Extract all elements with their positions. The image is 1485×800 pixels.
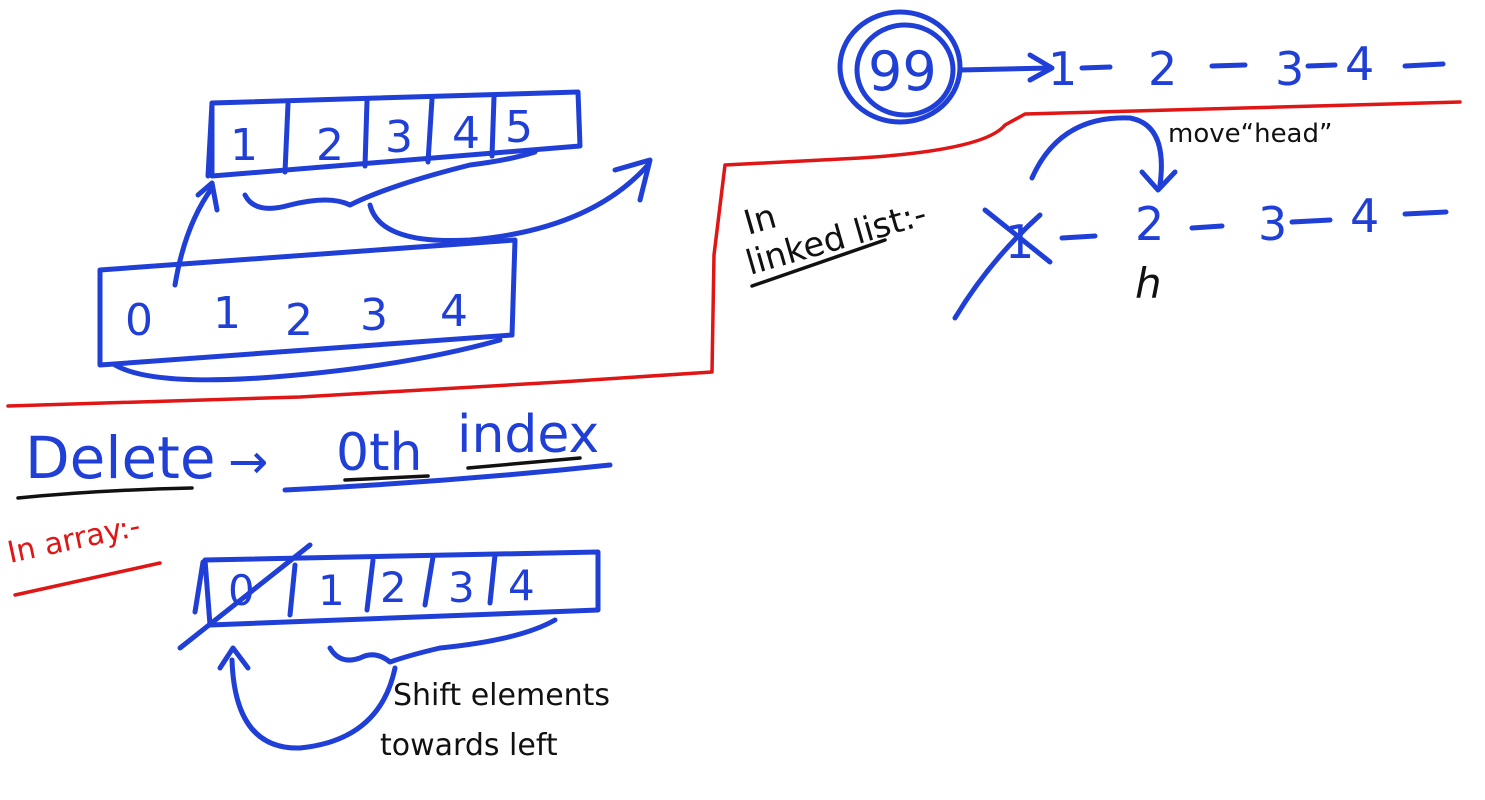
heading-0th: 0th [336,423,422,483]
bottom-ll-node: 2 [1135,197,1164,251]
new-head-arrow [957,65,1053,73]
delete-strike [177,542,313,651]
shift-right-arrow-head [612,157,653,203]
bottom-array-cell: 4 [440,286,468,337]
bottom-array: 0 1 2 3 4 [97,237,518,368]
shift-left-arrow [229,657,398,751]
heading-index: index [457,405,599,465]
array-label-underline [13,561,162,597]
delete-array-cell: 1 [318,566,345,615]
heading-delete-underline [16,486,194,500]
new-head-value: 99 [868,40,937,103]
move-head-note: move“head” [1168,119,1332,149]
bottom-ll-node: 4 [1350,189,1379,243]
insert-arrow-head [195,180,220,213]
brace-under-top-array [242,149,538,211]
array-cell-divider [422,554,436,608]
top-array-cell: 1 [230,120,258,171]
move-head-arrow-head [1139,169,1178,193]
heading-index-underline [466,456,582,470]
heading-delete: Delete [25,424,216,492]
move-head-arrow [1029,115,1164,188]
insert-arrow [172,185,215,288]
new-head-node: 99 [837,9,963,125]
top-array-cell: 4 [452,108,480,159]
head-pointer-label: h [1135,259,1162,308]
shift-right-arrow [367,162,651,244]
section-divider [6,100,1462,408]
delete-cross-stroke [952,212,1043,321]
heading-blue-underline [282,462,613,493]
top-ll-node: 4 [1345,37,1374,91]
bottom-array-cell: 0 [125,295,153,346]
shift-note-line2: towards left [380,728,558,763]
top-array-cell: 5 [505,102,533,153]
brace-under-delete-array [327,617,558,665]
delete-array-cell: 4 [508,561,535,610]
array-label: In array:- [4,509,143,571]
bottom-array-cell: 1 [213,288,241,339]
bottom-ll-node: 3 [1258,197,1287,251]
delete-array-cell: 3 [448,563,475,612]
bottom-array-cell: 3 [360,290,388,341]
shift-note-line1: Shift elements [393,678,610,713]
bottom-linked-list: 1 2 3 4 [952,189,1449,321]
linked-list-label-underline [750,238,887,288]
top-ll-node: 1 [1048,42,1077,96]
delete-heading: Delete → 0th index [16,405,613,500]
top-ll-node: 2 [1148,42,1177,96]
heading-0th-underline [343,474,430,482]
top-array-cell: 3 [385,112,413,163]
shift-left-arrow-head [217,645,251,671]
delete-array: 0 1 2 3 4 [177,542,601,651]
top-array: 1 2 3 4 5 [205,89,583,179]
delete-array-cell: 2 [380,563,407,612]
brace-under-bottom-array [112,337,503,383]
top-array-cell: 2 [316,120,344,171]
top-ll-node: 3 [1275,42,1304,96]
new-head-arrow-head [1027,52,1055,83]
bottom-array-cell: 2 [285,295,313,346]
heading-arrow: → [228,434,268,490]
top-linked-list: 1 2 3 4 [1048,37,1446,96]
